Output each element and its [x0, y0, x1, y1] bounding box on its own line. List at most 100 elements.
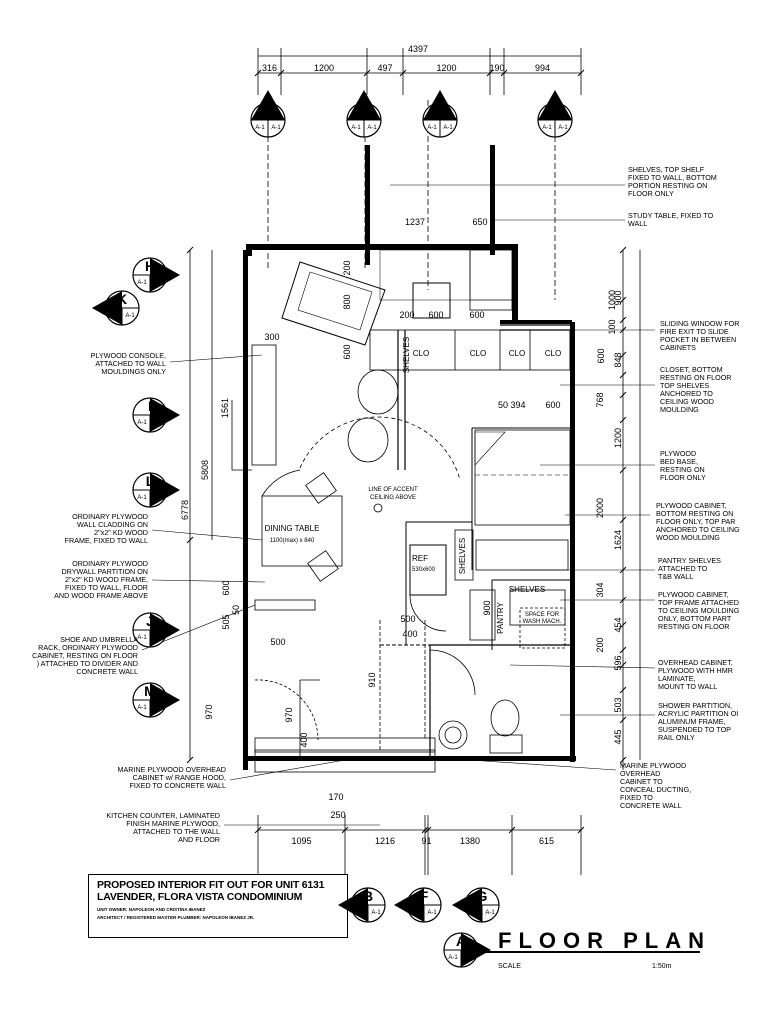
sink-inner — [444, 726, 462, 744]
plan-title: FLOOR PLAN — [498, 928, 711, 953]
pantry-label: PANTRY — [496, 601, 505, 633]
annotation-line: CONCRETE WALL — [620, 801, 682, 810]
marker-ref: A-1 — [464, 955, 474, 961]
annotation-line: CEILING WOOD — [660, 397, 714, 406]
plan-rect — [409, 544, 447, 596]
wash-machine-space — [519, 607, 566, 649]
plan-line — [619, 646, 627, 654]
marker-letter: K — [117, 291, 127, 307]
annotation-line: TOP SHELVES — [660, 381, 709, 390]
marker-ref: A-1 — [558, 125, 568, 131]
marker-letter: E — [359, 103, 368, 119]
wall — [512, 244, 518, 324]
marker-arrow — [150, 613, 180, 647]
right-dimension: 848 — [613, 352, 623, 367]
project-title: PROPOSED INTERIOR FIT OUT FOR UNIT 6131 — [97, 879, 325, 891]
annotation-line: FLOOR ONLY — [660, 473, 706, 482]
marker-ref: A-1 — [137, 635, 147, 641]
marker-letter: A — [456, 933, 466, 949]
bottom-dimension: 1095 — [291, 836, 311, 846]
plan-line — [186, 756, 194, 764]
dimension: 600 — [469, 310, 484, 320]
marker-letter: I — [148, 398, 152, 414]
fridge-size: 530x600 — [412, 567, 436, 573]
marker-ref: A-1 — [137, 705, 147, 711]
plan-line — [399, 69, 407, 77]
annotation-line: AND FLOOR — [178, 835, 220, 844]
bottom-dimension: 615 — [539, 836, 554, 846]
left-dimension: 1561 — [220, 398, 230, 418]
right-dimension: 1624 — [613, 530, 623, 550]
marker-ref: A-1 — [137, 280, 147, 286]
annotation-line: T&B WALL — [658, 572, 693, 581]
marker-ref: A-1 — [137, 420, 147, 426]
sofa — [281, 261, 386, 346]
marker-ref: A-1 — [443, 125, 453, 131]
fridge-door-swing — [409, 594, 447, 632]
dimension: 900 — [482, 600, 492, 615]
dimension: 500 — [400, 614, 415, 624]
annotation-line: ORDINARY PLYWOOD — [72, 512, 148, 521]
annotation-line: FIXED TO WALL, FLOOR — [65, 583, 148, 592]
annotation-line: CABINET w/ RANGE HOOD, — [133, 773, 226, 782]
bottom-dimension: 1380 — [460, 836, 480, 846]
annotation-line: FLOOR ONLY — [628, 189, 674, 198]
annotation-line: CABINETS — [660, 343, 696, 352]
marker-arrow — [338, 888, 368, 922]
unit-owner: UNIT OWNER: NAPOLEON AND CRISTINA IBANEZ — [97, 907, 206, 912]
shelves-label: SHELVES — [509, 585, 545, 594]
annotation-line: ONLY, BOTTOM PART — [658, 614, 732, 623]
marker-ref: A-1 — [371, 910, 381, 916]
plan-rect — [254, 599, 316, 611]
overall-dimension: 4397 — [408, 44, 428, 54]
annotation-line: BOTTOM RESTING ON — [656, 509, 733, 518]
plan-line — [254, 826, 262, 834]
bed-corner — [474, 431, 506, 466]
plan-rect — [475, 539, 569, 571]
top-dimension: 1200 — [436, 63, 456, 73]
left-dimension: 600 — [221, 580, 231, 595]
marker-letter: J — [146, 613, 154, 629]
annotation-line: OVERHEAD CABINET, — [658, 658, 733, 667]
marker-ref: A-1 — [411, 910, 421, 916]
plan-line — [619, 686, 627, 694]
sofa-seat — [297, 271, 373, 331]
annotation-line: FINISH MARINE PLYWOOD, — [126, 819, 220, 828]
marker-arrow — [150, 398, 180, 432]
marker-ref: A-1 — [427, 125, 437, 131]
top-dimension: 994 — [535, 63, 550, 73]
accent-ceiling-label: CEILING ABOVE — [370, 495, 416, 501]
fridge-label: REF — [412, 554, 428, 563]
plan-line — [577, 69, 585, 77]
marker-ref: A-1 — [367, 125, 377, 131]
plan-line — [619, 516, 627, 524]
plan-line — [619, 466, 627, 474]
marker-arrow — [251, 90, 285, 120]
right-dimension: 2000 — [595, 498, 605, 518]
annotation-line: ANCHORED TO — [660, 389, 713, 398]
marker-ref: A-1 — [137, 495, 147, 501]
marker-ref: A-1 — [153, 280, 163, 286]
dimension: 500 — [270, 637, 285, 647]
annotation-line: ORDINARY PLYWOOD — [72, 559, 148, 568]
annotation-line: FIRE EXIT TO SLIDE — [660, 327, 729, 336]
shelves-label: SHELVES — [402, 337, 411, 373]
annotation-line: FIXED TO CONCRETE WALL — [129, 781, 226, 790]
marker-arrow — [150, 473, 180, 507]
plan-line — [486, 69, 494, 77]
annotation-line: FRAME, FIXED TO WALL — [65, 536, 148, 545]
marker-letter: C — [435, 103, 445, 119]
annotation-line: ) ATTACHED TO DIVIDER AND — [37, 659, 138, 668]
marker-ref: A-1 — [351, 125, 361, 131]
dimension: 200 — [342, 260, 352, 275]
